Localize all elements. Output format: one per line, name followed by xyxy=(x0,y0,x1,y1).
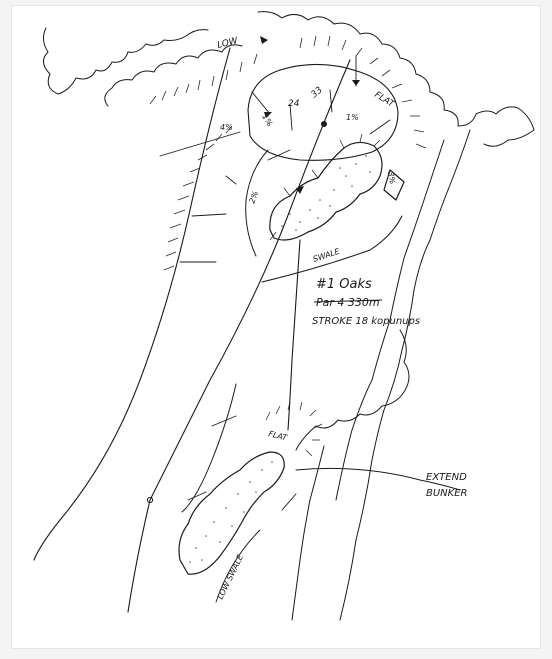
tee-marker xyxy=(383,169,405,201)
slope-label-3: 1% xyxy=(346,113,359,122)
note-extend-1: EXTEND xyxy=(426,472,467,483)
note-flat: FLAT xyxy=(372,90,397,111)
mound-hatch-green-back xyxy=(299,35,427,149)
target-marker xyxy=(146,496,154,504)
fairway-bunker xyxy=(178,451,285,575)
hazard-extension-line xyxy=(295,467,461,491)
lower-left-hollow xyxy=(181,383,237,513)
fairway-right-edge xyxy=(287,239,301,431)
hole-stroke-index: STROKE 18 kopunups xyxy=(312,316,420,327)
hole-title: #1 Oaks xyxy=(316,277,372,292)
note-extend-2: BUNKER xyxy=(426,488,467,499)
approach-line xyxy=(245,149,269,257)
arrow-heads xyxy=(260,36,360,194)
mound-hatch-top xyxy=(149,53,258,105)
note-flat-lower: FLAT xyxy=(268,429,290,443)
note-low-swale: LOW SWALE xyxy=(216,552,246,600)
tree-line-top xyxy=(104,44,243,107)
greenside-bunker xyxy=(269,141,383,241)
tree-line-top-left xyxy=(42,27,209,95)
mound-hatch-lower xyxy=(265,401,323,457)
swale-line xyxy=(261,215,403,283)
mound-hatch-left xyxy=(163,125,233,271)
greenside-bunker-sand xyxy=(281,155,371,231)
note-low-top: LOW xyxy=(216,36,240,51)
paper-sheet xyxy=(12,6,540,648)
green-number-2: 33 xyxy=(310,85,325,100)
pin-marker xyxy=(321,121,327,127)
fairway-left-edge xyxy=(33,47,231,561)
tree-line-right-inner xyxy=(335,139,445,501)
drainage-arrows xyxy=(159,55,391,603)
slope-label-4: 2% xyxy=(247,190,260,205)
hole-par: Par 4 330m xyxy=(316,296,380,309)
slope-label-2: 1% xyxy=(260,113,274,129)
slope-label-5: 3% xyxy=(386,171,397,185)
tree-line-top-right xyxy=(257,11,535,147)
tree-line-lower-right xyxy=(295,329,410,451)
green-outline xyxy=(247,63,399,161)
fairway-centre-line xyxy=(127,59,351,613)
tree-line-bottom-right xyxy=(291,445,325,621)
green-number-1: 24 xyxy=(288,99,300,109)
slope-label-1: 4% xyxy=(220,123,233,132)
tree-line-right xyxy=(339,129,471,621)
fairway-bunker-sand xyxy=(189,461,273,563)
par-strike xyxy=(313,299,383,303)
greenside-bunker-lip xyxy=(269,133,381,241)
